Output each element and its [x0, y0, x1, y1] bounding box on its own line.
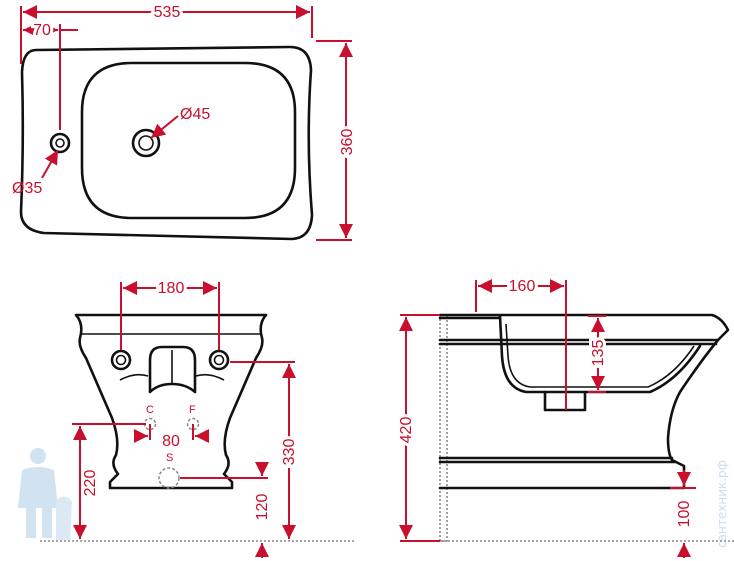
- dim-depth-label: 360: [339, 129, 356, 156]
- side-view-outline: [438, 313, 730, 490]
- side-view-bowl-inner: [505, 323, 695, 388]
- drain-connection: [158, 467, 180, 489]
- dim-tap-hole-label: Ø45: [180, 106, 210, 123]
- dim-bowl-width-label: 160: [509, 278, 536, 295]
- dim-drain-label: 120: [254, 494, 271, 521]
- dim-front-width-label: 180: [158, 280, 185, 297]
- dim-top-width-label: 535: [154, 4, 181, 21]
- side-hole-outer: [49, 132, 71, 154]
- front-view-inner-right: [195, 373, 225, 381]
- tap-hole-outer: [131, 128, 161, 158]
- dim-spacing-label: 80: [162, 433, 180, 450]
- front-fixing-hole-right-inner: [213, 354, 225, 366]
- dim-total-height-label: 420: [398, 417, 415, 444]
- top-view: 535 70 360 Ø45 Ø35: [12, 1, 359, 241]
- watermark-plumber-logo: [18, 448, 72, 540]
- watermark-text: сантехник.рф: [715, 460, 729, 548]
- front-view-outline: [74, 313, 268, 490]
- dim-height-label: 330: [281, 439, 298, 466]
- dim-bowl-depth-label: 135: [590, 340, 607, 367]
- dim-offset-label: 70: [33, 22, 51, 39]
- side-view: 160 135 420 100: [395, 275, 734, 558]
- front-fixing-hole-left: [110, 349, 132, 371]
- leader-tap-hole: [150, 115, 179, 139]
- drain-connection-label: S: [166, 452, 173, 464]
- front-view-inner-left: [119, 373, 149, 381]
- side-hole-inner: [55, 138, 65, 148]
- dim-side-hole-label: Ø35: [12, 180, 42, 197]
- front-fixing-hole-left-inner: [115, 354, 127, 366]
- tap-hole-inner: [138, 135, 154, 151]
- leader-side-hole: [41, 149, 59, 179]
- side-view-wall: [439, 314, 448, 542]
- hot-connection: [186, 417, 200, 431]
- hot-connection-label: F: [189, 404, 196, 416]
- dim-connection-label: 220: [82, 470, 99, 497]
- front-view-back-channel: [148, 345, 197, 394]
- front-view: C F S 180 80 220 330 120: [40, 277, 355, 558]
- top-view-outline: [19, 45, 314, 241]
- top-view-bowl: [80, 61, 297, 220]
- dim-base-label: 100: [676, 501, 693, 528]
- cold-connection-label: C: [146, 404, 154, 416]
- front-fixing-hole-right: [208, 349, 230, 371]
